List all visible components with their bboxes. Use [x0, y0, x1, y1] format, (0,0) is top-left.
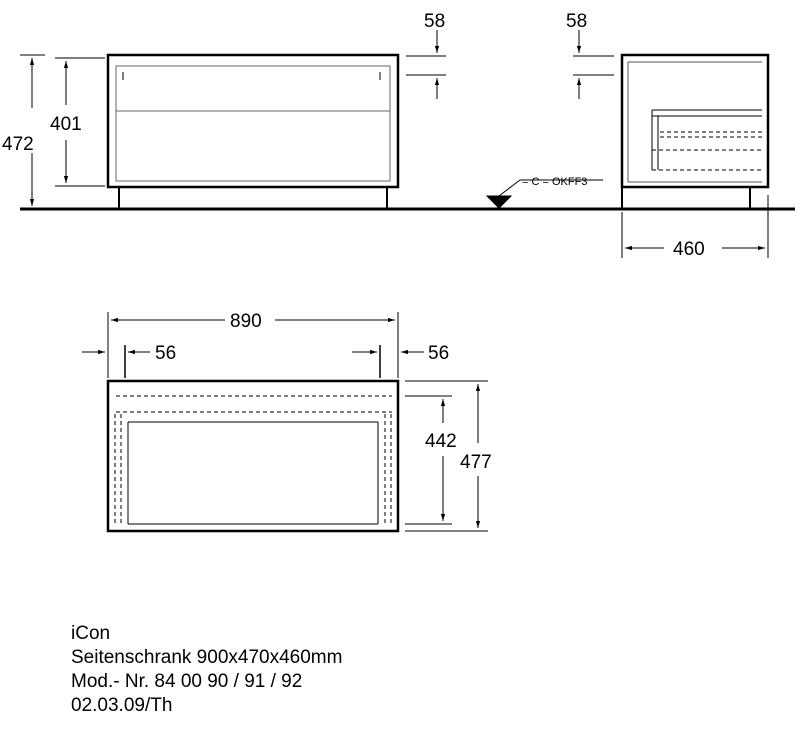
caption-date: 02.03.09/Th: [71, 695, 173, 716]
dim-plan-depth-outer: 477: [460, 452, 492, 473]
front-top-margin-dim: [406, 30, 446, 99]
floor-reference-symbol: [485, 179, 603, 209]
title-block: iCon Seitenschrank 900x470x460mm Mod.- N…: [71, 622, 342, 718]
front-inner-panel: [115, 65, 391, 182]
plan-margin-dimensions: [82, 345, 424, 378]
dim-height-inner: 401: [50, 114, 82, 135]
plan-width-dimension: [107, 312, 399, 378]
front-cabinet-body: [106, 53, 400, 189]
dim-depth: 460: [673, 239, 705, 260]
plan-cabinet-body: [106, 379, 400, 533]
depth-dimension: [621, 195, 769, 258]
floor-reference-label: = C = OKFF3: [522, 176, 587, 188]
height-dimensions: [20, 54, 105, 206]
dim-height-outer: 472: [2, 134, 34, 155]
dim-plan-depth-inner: 442: [425, 431, 457, 452]
plan-depth-dimensions: [405, 380, 488, 532]
dim-front-top-margin: 58: [424, 11, 445, 32]
dim-plan-left-margin: 56: [155, 343, 176, 364]
dim-plan-width: 890: [230, 311, 262, 332]
caption-model: Mod.- Nr. 84 00 90 / 91 / 92: [71, 671, 303, 692]
side-top-margin-dim: [573, 30, 614, 99]
dim-plan-right-margin: 56: [428, 343, 449, 364]
side-elevation: [620, 53, 770, 209]
caption-product: Seitenschrank 900x470x460mm: [71, 647, 343, 668]
dim-side-top-margin: 58: [566, 11, 587, 32]
side-cabinet-body: [620, 53, 770, 189]
front-elevation: [106, 53, 400, 209]
caption-brand: iCon: [71, 623, 111, 644]
plan-view: [106, 379, 400, 533]
